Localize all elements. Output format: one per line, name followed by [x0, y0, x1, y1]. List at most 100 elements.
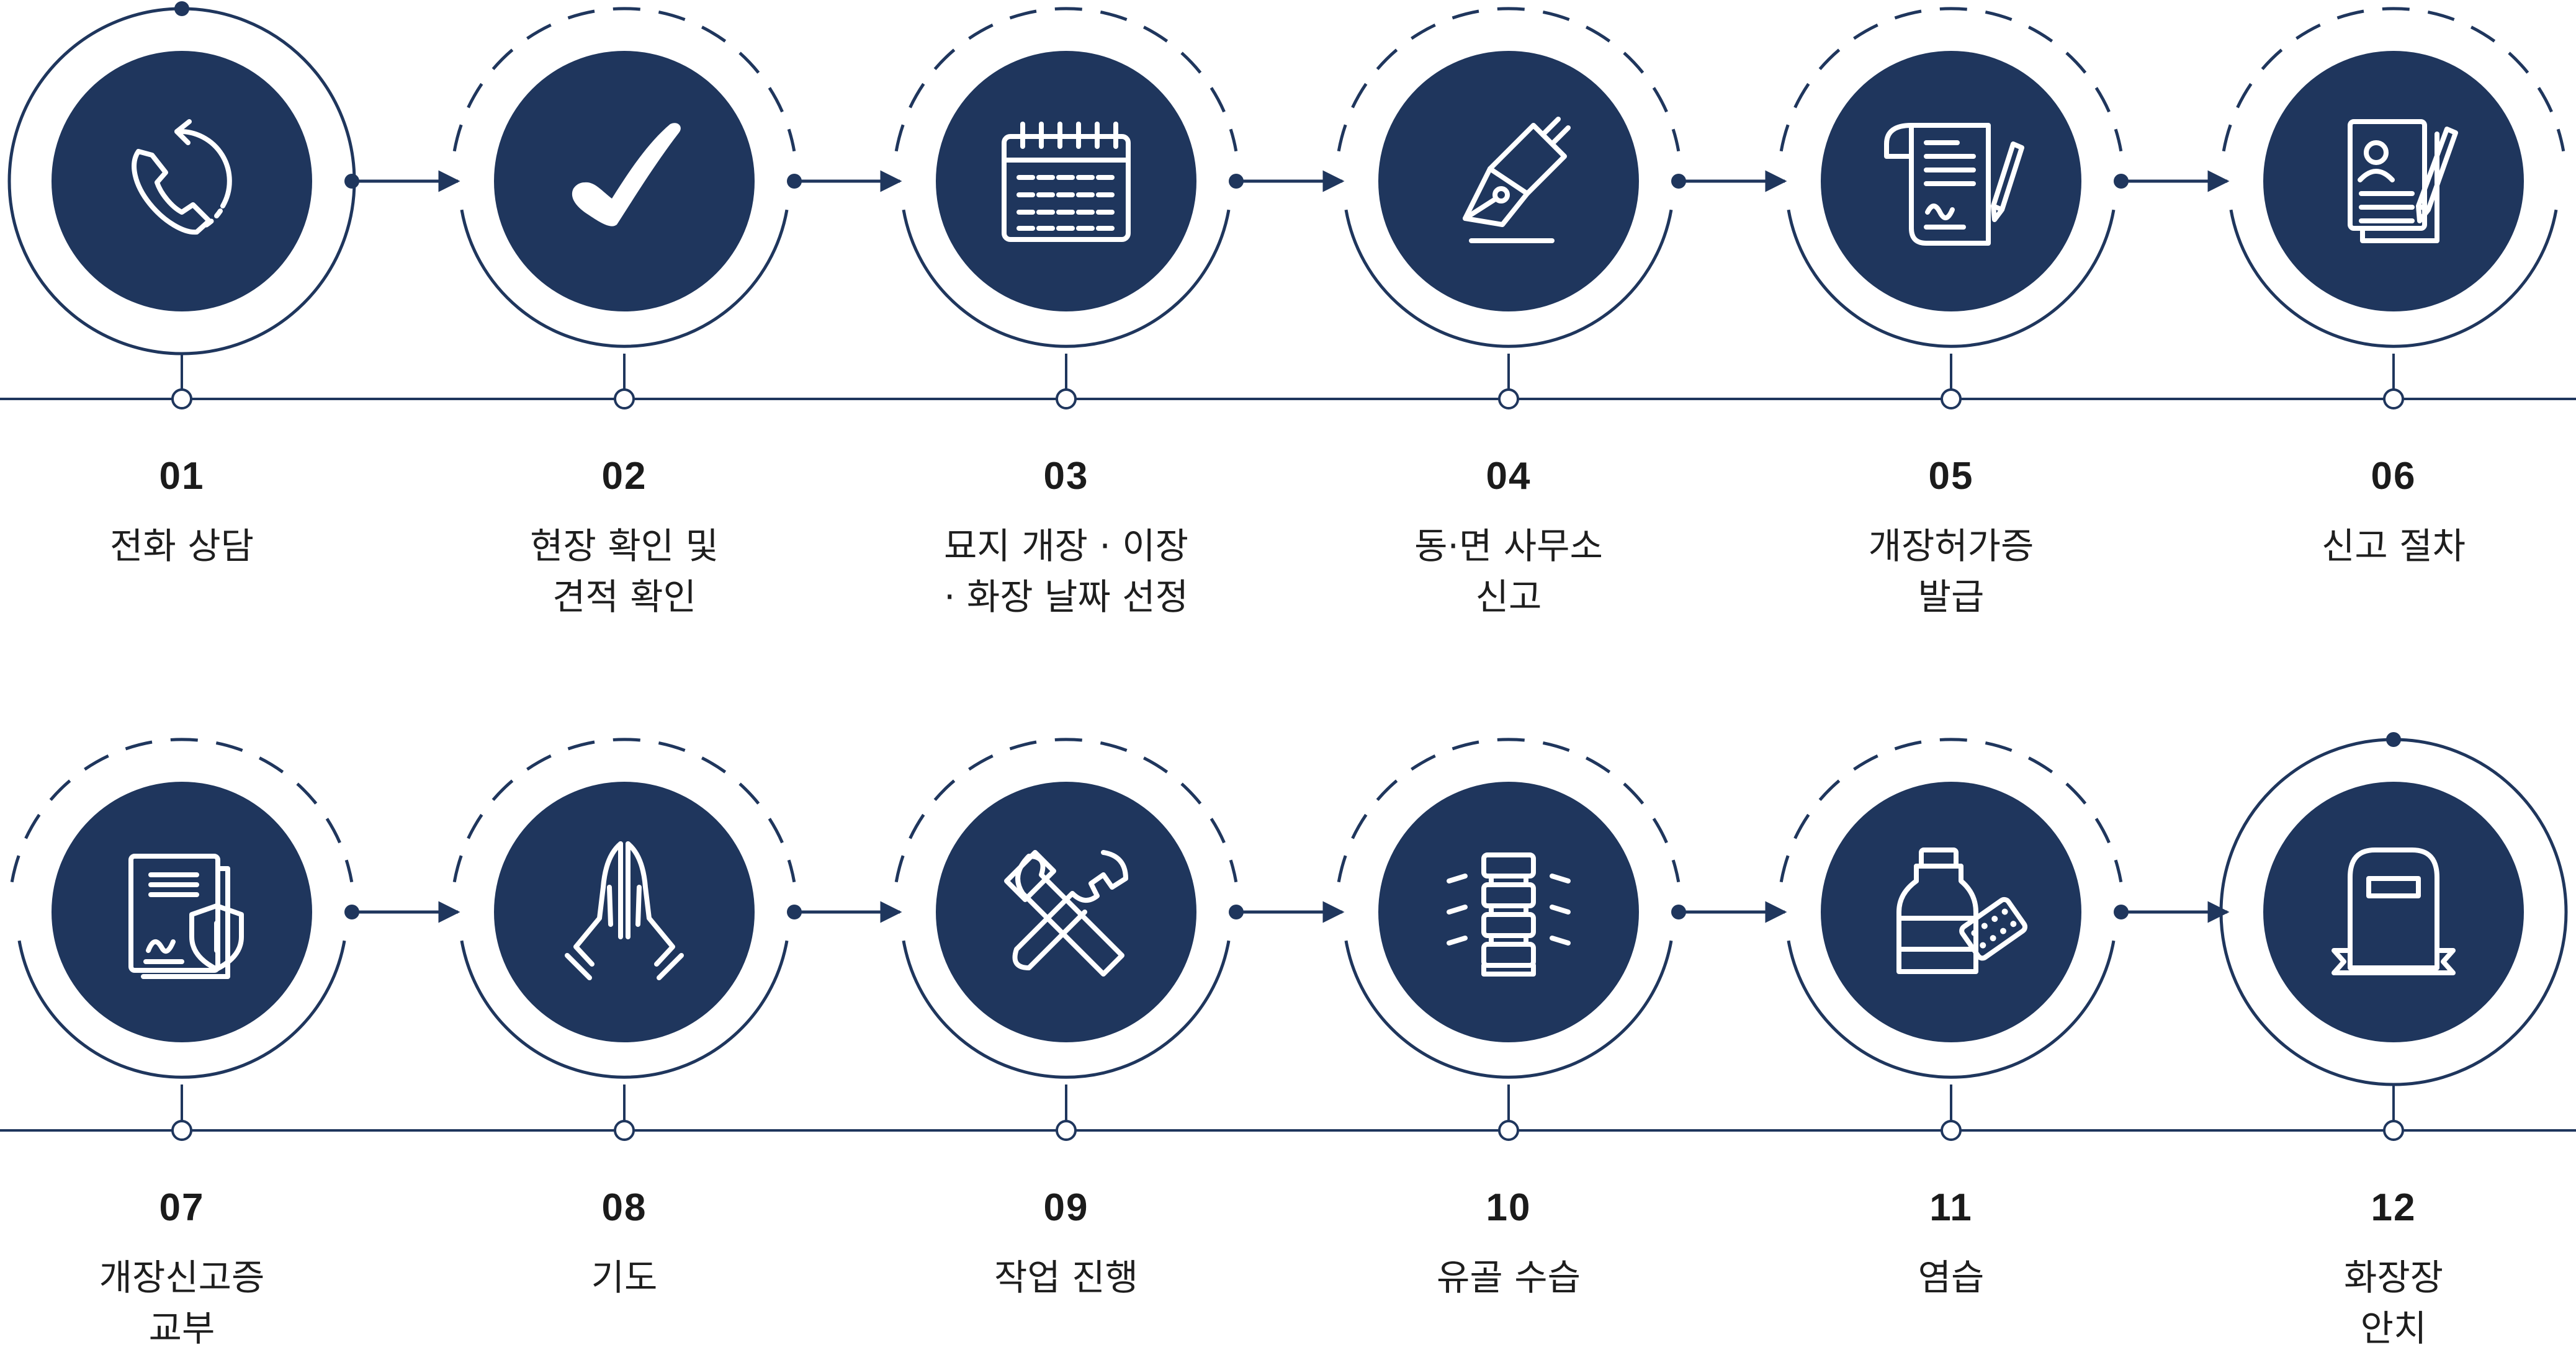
step-03 [894, 7, 1345, 409]
step-label-line: 현장 확인 및 [530, 525, 719, 567]
tombstone-icon [2331, 847, 2456, 975]
step-label-line: 안치 [2360, 1307, 2427, 1349]
step-ring-solid-arc [1787, 940, 2116, 1079]
step-ring-dashed-arc [2222, 7, 2565, 152]
step-07 [10, 738, 460, 1141]
timeline-node [1056, 388, 1077, 409]
step-number: 04 [1486, 455, 1532, 498]
step-label-line: 개장허가증 [1868, 525, 2034, 567]
step-09 [894, 738, 1345, 1141]
step-label-line: · 화장 날짜 선정 [944, 576, 1188, 618]
fountain-pen-icon [1463, 117, 1571, 243]
step-label: 신고 절차 [2195, 521, 2576, 571]
step-number: 06 [2371, 455, 2417, 498]
step-label: 전화 상담 [0, 521, 380, 571]
step-number: 11 [1929, 1186, 1973, 1229]
hammer-wrench-icon [1004, 850, 1128, 977]
timeline-node [1056, 1120, 1077, 1141]
step-label: 염습 [1752, 1252, 2150, 1303]
step-label-line: 화장장 [2343, 1256, 2444, 1299]
step-ring-dashed-arc [1779, 738, 2123, 883]
timeline-node [2383, 1120, 2404, 1141]
timeline-node [1941, 388, 1962, 409]
timeline-node [2383, 388, 2404, 409]
step-ring-dashed-arc [452, 7, 796, 152]
step-label: 기도 [426, 1252, 823, 1303]
step-ring-solid-arc [1787, 209, 2116, 348]
step-ring-solid-arc [460, 209, 789, 348]
step-02 [452, 7, 902, 409]
step-label-line: 동·면 사무소 [1414, 525, 1603, 567]
step-number: 08 [601, 1186, 647, 1229]
step-label-line: 전화 상담 [110, 525, 254, 567]
step-label-line: 유골 수습 [1437, 1256, 1581, 1299]
resume-pen-icon [2348, 119, 2458, 243]
checkmark-icon [572, 123, 681, 226]
step-label-line: 묘지 개장 · 이장 [944, 525, 1188, 567]
step-badge [936, 51, 1196, 311]
timeline-node [1498, 388, 1519, 409]
timeline-node [614, 388, 635, 409]
step-number: 03 [1043, 455, 1089, 498]
step-label-line: 교부 [148, 1307, 215, 1349]
step-badge [52, 51, 312, 311]
step-label: 작업 진행 [868, 1252, 1265, 1303]
step-ring-solid-arc [460, 940, 789, 1079]
step-label-line: 작업 진행 [994, 1256, 1138, 1299]
step-badge [936, 782, 1196, 1042]
step-number: 07 [159, 1186, 205, 1229]
timeline-node [614, 1120, 635, 1141]
calendar-icon [1002, 122, 1131, 242]
step-number: 10 [1486, 1186, 1532, 1229]
step-label: 유골 수습 [1310, 1252, 1707, 1303]
step-number: 12 [2371, 1186, 2417, 1229]
step-ring-dashed-arc [1779, 7, 2123, 152]
ring-dot [174, 1, 189, 16]
timeline-node [1498, 1120, 1519, 1141]
document-pen-icon [1884, 123, 2024, 246]
step-label-line: 염습 [1918, 1256, 1985, 1299]
step-label-line: 개장신고증 [99, 1256, 265, 1299]
step-ring-solid-arc [17, 940, 346, 1079]
step-ring-dashed-arc [452, 738, 796, 883]
step-ring-dashed-arc [1337, 7, 1681, 152]
step-ring-dashed-arc [10, 738, 354, 883]
step-ring-dashed-arc [894, 7, 1238, 152]
step-11 [1779, 738, 2230, 1141]
timeline-node [1941, 1120, 1962, 1141]
step-01 [7, 1, 460, 409]
step-number: 01 [159, 455, 205, 498]
step-ring-solid-arc [1344, 209, 1673, 348]
step-ring-solid-arc [902, 940, 1231, 1079]
timeline-node [171, 1120, 192, 1141]
step-label-line: 발급 [1918, 576, 1985, 618]
step-label-line: 신고 [1475, 576, 1542, 618]
step-number: 09 [1043, 1186, 1089, 1229]
step-ring-dashed-arc [894, 738, 1238, 883]
step-number: 02 [601, 455, 647, 498]
step-08 [452, 738, 902, 1141]
step-ring-dashed-arc [1337, 738, 1681, 883]
timeline-node [171, 388, 192, 409]
phone-refresh-icon [132, 119, 232, 235]
step-badge [52, 782, 312, 1042]
step-06 [2222, 7, 2565, 409]
step-ring-solid-arc [902, 209, 1231, 348]
spine-bones-icon [1447, 852, 1571, 977]
step-04 [1337, 7, 1787, 409]
step-label-line: 신고 절차 [2322, 525, 2466, 567]
step-ring-solid-arc [2229, 209, 2558, 348]
step-number: 05 [1928, 455, 1974, 498]
step-badge [494, 782, 755, 1042]
document-shield-icon [128, 854, 244, 979]
step-10 [1337, 738, 1787, 1141]
praying-hands-icon [565, 841, 684, 980]
step-label-line: 기도 [591, 1256, 658, 1299]
step-12 [2219, 732, 2568, 1141]
